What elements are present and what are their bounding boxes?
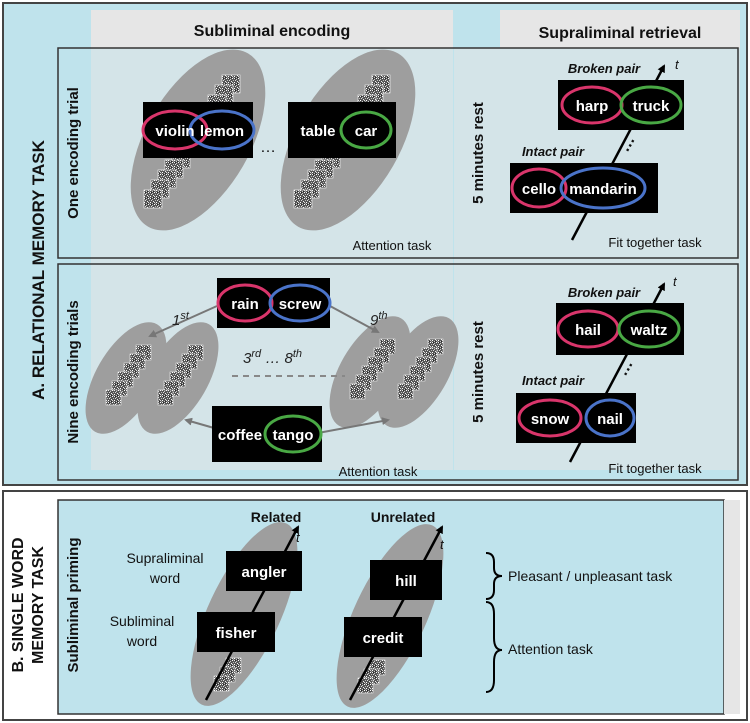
svg-text:…: … — [614, 357, 637, 379]
row1-frame — [57, 47, 739, 259]
row1-broken-word2: truck — [633, 98, 670, 115]
row1-pair2-word1: table — [300, 123, 335, 140]
row2-arrow-to-second — [184, 417, 215, 429]
row1-retrieval: t Broken pair harp truck … Intact pair c… — [510, 57, 702, 250]
retrieval-header: Supraliminal retrieval — [539, 25, 702, 42]
row1-intact-word1: cello — [522, 181, 556, 198]
attention-task-brace — [485, 601, 503, 693]
row1-label: One encoding trial — [65, 87, 82, 219]
unrelated-time-label: t — [440, 537, 445, 552]
svg-text:…: … — [616, 133, 639, 155]
row1-pair1-slide: violin lemon — [141, 102, 256, 158]
row1-pair1-word2: lemon — [200, 123, 244, 140]
row2-arrow-coffee-right — [317, 417, 390, 434]
row2-pair1-word1: rain — [231, 296, 259, 313]
subliminal-priming-label: Subliminal priming — [65, 537, 82, 672]
row1-intact-label: Intact pair — [522, 144, 585, 159]
row1-time-label: t — [675, 57, 680, 72]
related-supraliminal-slide: angler — [226, 551, 302, 591]
pleasant-task-label: Pleasant / unpleasant task — [508, 568, 673, 584]
row2-pair1-slide: rain screw — [216, 278, 332, 328]
row2-stack-3 — [329, 316, 411, 428]
row2-frame — [57, 263, 739, 481]
row1-pair1-word1: violin — [155, 123, 194, 140]
row2-stack-4 — [377, 316, 459, 428]
unrelated-supraliminal-slide: hill — [370, 560, 442, 600]
pleasant-task-brace — [485, 552, 503, 600]
row1-intact-word2: mandarin — [569, 181, 637, 198]
row2-intact-label: Intact pair — [522, 373, 585, 388]
row2-intact-word1: snow — [531, 411, 570, 428]
related-time-label: t — [296, 530, 301, 545]
row2-retrieval: t Broken pair hail waltz … Intact pair s… — [516, 274, 702, 476]
row1-pair2-word2: car — [355, 123, 378, 140]
row2-pair1-word2: screw — [279, 296, 322, 313]
row2-ninth-label: 9th — [370, 310, 388, 329]
row2-broken-label: Broken pair — [568, 285, 641, 300]
row2-broken-word1: hail — [575, 322, 601, 339]
row2-pair2-slide: coffee tango — [212, 406, 323, 462]
encoding-header: Subliminal encoding — [194, 23, 350, 40]
related-bottom-word: fisher — [216, 625, 257, 642]
related-top-word: angler — [241, 564, 286, 581]
row2-attention-task: Attention task — [339, 464, 418, 479]
row2-pair2-word2: tango — [273, 427, 314, 444]
row2-stack-1 — [85, 322, 167, 434]
row2-stack-2 — [137, 322, 219, 434]
related-subliminal-slide: fisher — [197, 612, 275, 652]
row2-label: Nine encoding trials — [65, 300, 82, 443]
row1-rest: 5 minutes rest — [470, 102, 487, 204]
unrelated-subliminal-slide: credit — [344, 617, 422, 657]
attention-task-label: Attention task — [508, 641, 594, 657]
row1-fit-task: Fit together task — [608, 235, 702, 250]
row2-rest: 5 minutes rest — [470, 321, 487, 423]
unrelated-top-word: hill — [395, 573, 417, 590]
unrelated-label: Unrelated — [371, 509, 436, 525]
row1-pair2-slide: table car — [288, 102, 396, 158]
row2-pair2-word1: coffee — [218, 427, 262, 444]
row2-middle-label: 3rd … 8th — [243, 348, 302, 367]
row2-arrow-to-first — [148, 305, 218, 338]
row2-time-label: t — [673, 274, 678, 289]
unrelated-bottom-word: credit — [363, 630, 404, 647]
row1-ellipsis: … — [260, 139, 276, 156]
row1-attention-task: Attention task — [353, 238, 432, 253]
row1-broken-label: Broken pair — [568, 61, 641, 76]
row2-broken-word2: waltz — [630, 322, 668, 339]
panel-a-label: A. RELATIONAL MEMORY TASK — [29, 139, 48, 399]
row2-arrow-to-ninth — [329, 305, 380, 333]
row2-fit-task: Fit together task — [608, 461, 702, 476]
row2-intact-word2: nail — [597, 411, 623, 428]
row1-broken-word1: harp — [576, 98, 609, 115]
row2-first-label: 1st — [172, 310, 190, 329]
related-label: Related — [251, 509, 302, 525]
